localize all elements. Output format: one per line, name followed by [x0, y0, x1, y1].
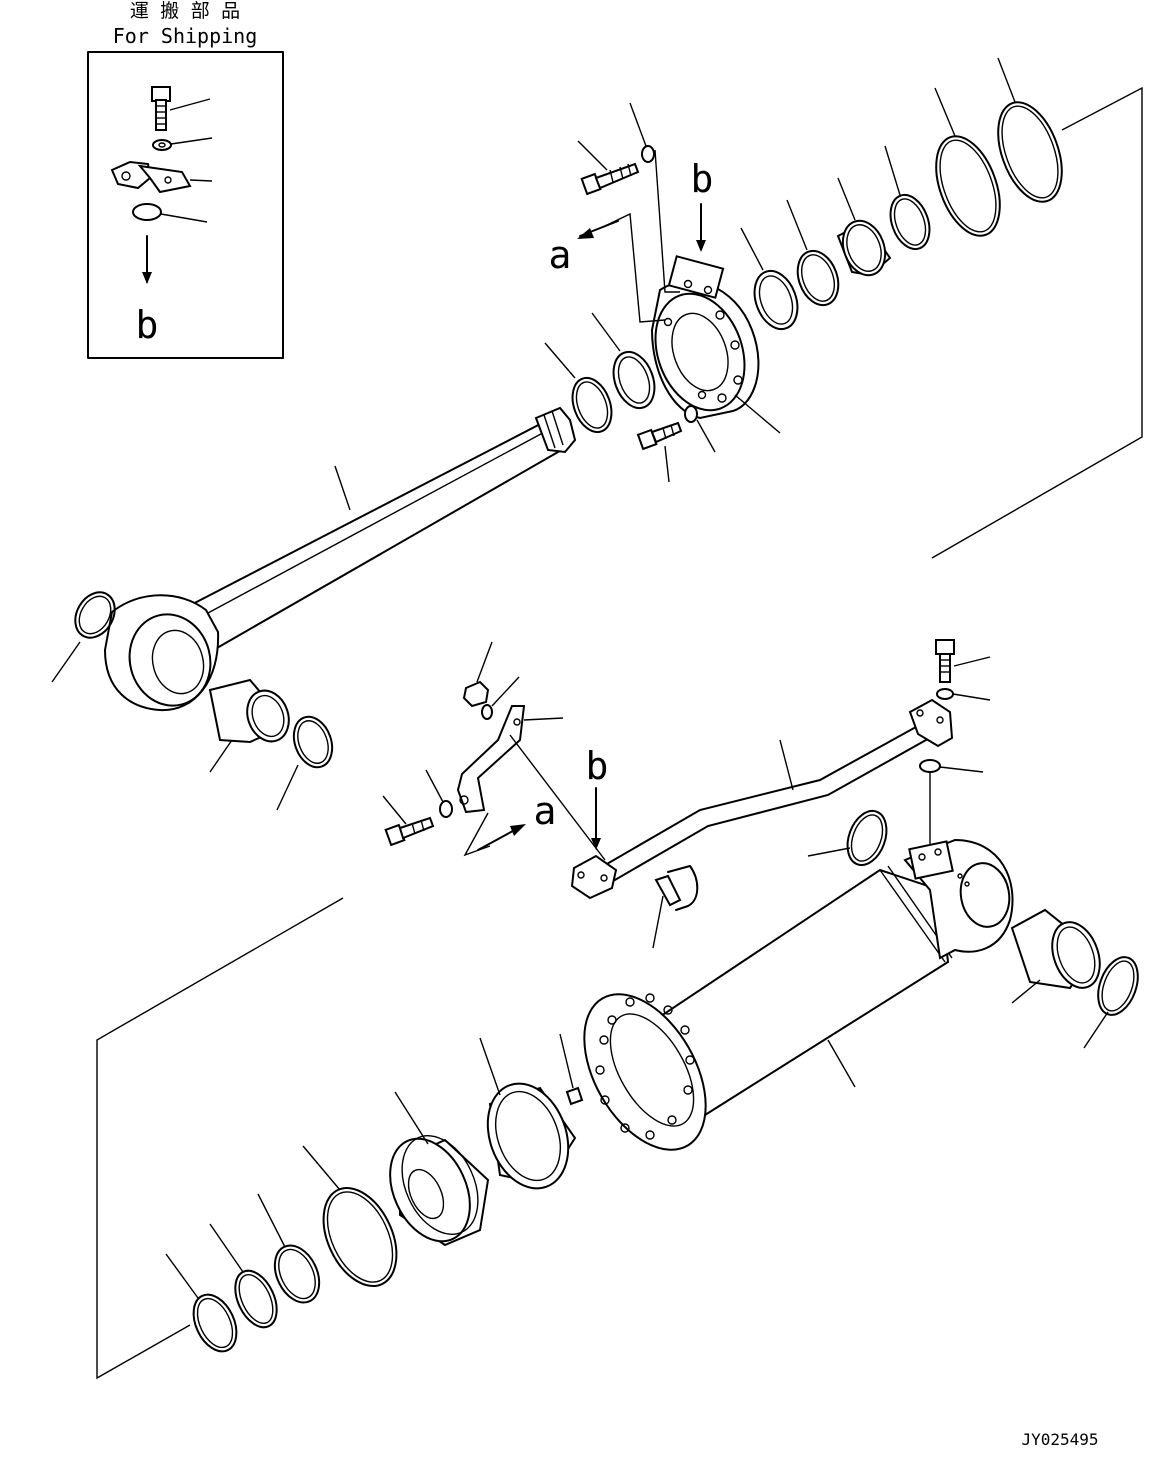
flange-washer-right — [936, 688, 991, 701]
shipping-title-en: For Shipping — [113, 24, 258, 48]
piston-ring-2 — [209, 1223, 278, 1329]
head-bolt-top — [577, 140, 640, 196]
shipping-label-b: b — [136, 303, 159, 347]
head-seal-1 — [740, 227, 799, 331]
rod-ring-2 — [591, 312, 656, 410]
head-ring-4 — [934, 87, 1001, 237]
flange-oring-right — [919, 759, 984, 845]
nut-icon — [462, 641, 493, 708]
clamp-washer — [425, 769, 453, 818]
arrow-a-lower: a — [463, 789, 557, 857]
arrow-a-upper: a — [549, 212, 666, 323]
piping-assembly: a b — [382, 639, 991, 949]
head-ring-3 — [884, 145, 931, 251]
head-ring-5 — [997, 57, 1063, 203]
cylinder-tube-assembly — [96, 809, 1139, 1380]
piston-ring-1 — [257, 1193, 321, 1304]
piston-sleeve — [479, 1037, 577, 1190]
clamp-bracket — [456, 705, 564, 814]
shipping-washer-icon — [152, 137, 213, 151]
set-screw — [559, 1033, 584, 1106]
tube-end-eye — [903, 838, 1014, 960]
upper-group-bracket — [931, 86, 1143, 559]
piston-seal — [302, 1145, 398, 1288]
arrow-b-lower: b — [586, 744, 609, 850]
head-washer-bottom — [684, 405, 716, 453]
clamp-bolt — [382, 795, 435, 847]
tube-eye-bushing — [1010, 908, 1101, 1004]
shipping-cap-icon — [132, 203, 208, 223]
rod-bushing — [208, 678, 290, 773]
rod-eye — [103, 594, 220, 712]
head-seal-2 — [786, 199, 840, 307]
arrow-b-upper: b — [654, 149, 714, 293]
label-b-lower: b — [586, 744, 609, 788]
head-bushing — [836, 177, 892, 277]
pipe — [598, 720, 937, 886]
head-bolt-bottom — [636, 421, 683, 483]
rod-eye-ring — [51, 591, 116, 683]
drawing-id: JY025495 — [1021, 1430, 1098, 1449]
piston — [389, 1091, 490, 1247]
small-washer-icon — [481, 676, 520, 720]
pipe-flange-right — [908, 698, 954, 748]
tube-eye-ring — [1083, 956, 1139, 1049]
pipe-flange-left — [570, 854, 618, 900]
shipping-arrow-b: b — [136, 235, 159, 347]
tube-flange — [583, 993, 707, 1151]
cylinder-head — [650, 255, 781, 434]
shipping-bracket-icon — [110, 160, 213, 194]
piston-ring-3 — [165, 1253, 238, 1353]
label-a-lower: a — [534, 789, 557, 833]
flange-bolt-right — [935, 639, 991, 683]
shipping-title-jp: 運 搬 部 品 — [130, 0, 240, 22]
label-a-upper: a — [549, 233, 572, 277]
shipping-parts-box: 運 搬 部 品 For Shipping — [87, 0, 284, 359]
lower-group-bracket — [96, 897, 344, 1380]
clamp-leader — [509, 734, 606, 861]
shipping-frame — [87, 51, 284, 359]
u-bolt — [652, 865, 699, 949]
piston-rod — [183, 406, 577, 654]
head-washer-top — [629, 102, 655, 163]
rod-bushing-ring — [276, 715, 334, 811]
tube-eye-ring-top — [807, 809, 888, 867]
rod-assembly: a b — [51, 57, 1143, 811]
shipping-bolt-icon — [151, 86, 211, 131]
label-b-upper: b — [691, 157, 714, 201]
rod-ring-1 — [544, 342, 613, 434]
